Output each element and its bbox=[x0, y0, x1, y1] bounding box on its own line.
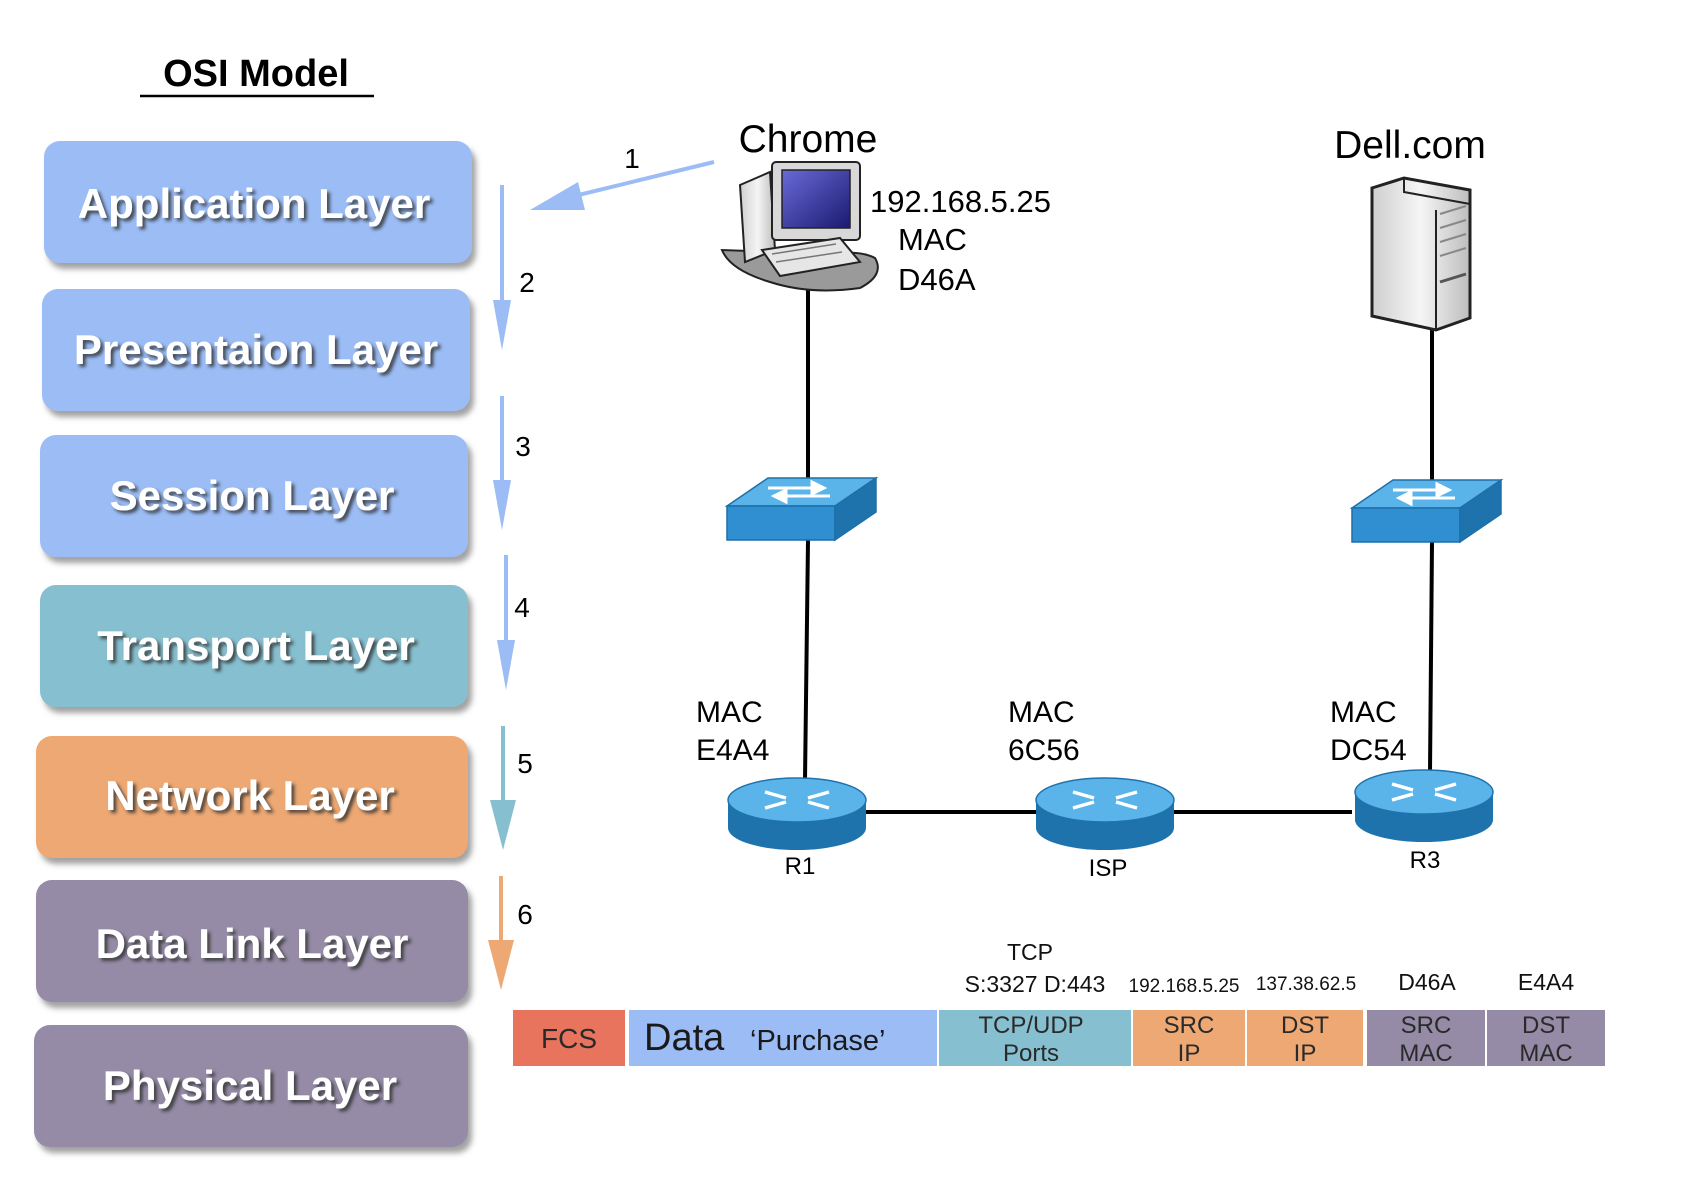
packet-src-ip: SRC IP bbox=[1133, 1010, 1245, 1067]
packet-src-ip-line2: IP bbox=[1178, 1040, 1201, 1067]
r3-mac-label: MAC bbox=[1330, 696, 1397, 729]
annotation-dst-ip: 137.38.62.5 bbox=[1256, 974, 1356, 995]
step-number-2: 2 bbox=[519, 267, 535, 298]
layer-session-box bbox=[40, 435, 468, 557]
annotation-ports: S:3327 D:443 bbox=[965, 971, 1106, 997]
network-links bbox=[803, 280, 1434, 814]
packet-src-mac: SRC MAC bbox=[1367, 1010, 1485, 1067]
computer-icon bbox=[720, 161, 879, 292]
layer-transport-box bbox=[40, 585, 468, 707]
layer-datalink-label: Data Link Layer bbox=[96, 920, 409, 967]
layer-network-box bbox=[36, 736, 468, 858]
r1-name: R1 bbox=[785, 853, 816, 880]
annotation-tcp: TCP bbox=[1007, 939, 1053, 965]
layer-application-box bbox=[44, 141, 472, 263]
isp-mac-label: MAC bbox=[1008, 696, 1075, 729]
packet-ports-line2: Ports bbox=[1003, 1040, 1059, 1067]
step-arrows: 1 2 3 4 5 6 bbox=[488, 143, 715, 990]
client-ip: 192.168.5.25 bbox=[870, 184, 1051, 219]
isp-mac: 6C56 bbox=[1008, 734, 1080, 767]
osi-title-text: OSI Model bbox=[163, 53, 349, 95]
server-icon bbox=[1370, 176, 1472, 332]
r3-mac: DC54 bbox=[1330, 734, 1407, 767]
client-pc: Chrome 192.168.5.25 MAC D46A bbox=[720, 118, 1051, 297]
annotation-dst-mac: E4A4 bbox=[1518, 969, 1574, 995]
layer-presentation: Presentaion Layer bbox=[42, 289, 470, 411]
packet-fcs: FCS bbox=[513, 1010, 625, 1066]
packet-frame: FCS Data ‘Purchase’ TCP/UDP Ports SRC IP… bbox=[513, 1010, 1605, 1067]
packet-annotations: TCP S:3327 D:443 192.168.5.25 137.38.62.… bbox=[965, 939, 1575, 997]
step-arrow-3: 3 bbox=[493, 396, 531, 530]
router-isp: MAC 6C56 ISP bbox=[1008, 696, 1175, 882]
packet-src-mac-line1: SRC bbox=[1401, 1012, 1452, 1039]
layer-application-label: Application Layer bbox=[78, 180, 430, 227]
r3-name: R3 bbox=[1410, 847, 1441, 874]
step-arrow-5: 5 bbox=[490, 726, 533, 850]
step-number-5: 5 bbox=[517, 748, 533, 779]
layer-transport-label: Transport Layer bbox=[97, 622, 414, 669]
step-arrow-1: 1 bbox=[530, 143, 715, 210]
step-number-3: 3 bbox=[515, 431, 531, 462]
switch-left bbox=[724, 476, 879, 542]
r1-mac-label: MAC bbox=[696, 696, 763, 729]
link-switch2-r3 bbox=[1428, 541, 1434, 773]
layer-transport: Transport Layer bbox=[40, 585, 468, 707]
step-number-1: 1 bbox=[624, 143, 640, 174]
switch-arrows-icon bbox=[1393, 481, 1455, 507]
osi-layers: Application Layer Presentaion Layer Sess… bbox=[34, 141, 472, 1147]
layer-physical: Physical Layer bbox=[34, 1025, 468, 1147]
annotation-src-ip: 192.168.5.25 bbox=[1129, 976, 1240, 997]
layer-datalink-box bbox=[36, 880, 468, 1002]
packet-src-mac-line2: MAC bbox=[1399, 1040, 1452, 1067]
annotation-src-mac: D46A bbox=[1398, 969, 1456, 995]
switch-arrows-icon bbox=[768, 479, 830, 505]
step-number-6: 6 bbox=[517, 899, 533, 930]
packet-data-label: Data bbox=[644, 1017, 725, 1059]
client-mac: D46A bbox=[898, 262, 976, 297]
server-name: Dell.com bbox=[1334, 124, 1486, 167]
server: Dell.com bbox=[1334, 124, 1486, 332]
layer-physical-label: Physical Layer bbox=[103, 1062, 397, 1109]
layer-network: Network Layer bbox=[36, 736, 468, 858]
osi-title: OSI Model bbox=[140, 53, 374, 98]
layer-physical-box bbox=[34, 1025, 468, 1147]
layer-presentation-label: Presentaion Layer bbox=[74, 326, 438, 373]
r1-mac: E4A4 bbox=[696, 734, 769, 767]
packet-ports-line1: TCP/UDP bbox=[978, 1012, 1083, 1039]
packet-ports: TCP/UDP Ports bbox=[939, 1010, 1131, 1067]
step-arrow-2: 2 bbox=[493, 185, 535, 350]
layer-network-label: Network Layer bbox=[105, 772, 394, 819]
router-r1: MAC E4A4 R1 bbox=[696, 696, 867, 880]
link-switch1-r1 bbox=[803, 539, 810, 781]
packet-dst-ip-line2: IP bbox=[1294, 1040, 1317, 1067]
packet-fcs-label: FCS bbox=[541, 1023, 597, 1054]
packet-dst-ip-line1: DST bbox=[1281, 1012, 1329, 1039]
layer-session: Session Layer bbox=[40, 435, 468, 557]
switch-right bbox=[1349, 478, 1504, 544]
router-r3: MAC DC54 R3 bbox=[1330, 696, 1494, 874]
packet-dst-mac-line1: DST bbox=[1522, 1012, 1570, 1039]
packet-dst-mac: DST MAC bbox=[1487, 1010, 1605, 1067]
packet-dst-ip: DST IP bbox=[1247, 1010, 1363, 1067]
layer-datalink: Data Link Layer bbox=[36, 880, 468, 1002]
router-icon bbox=[1035, 777, 1175, 850]
isp-name: ISP bbox=[1089, 855, 1128, 882]
client-name: Chrome bbox=[739, 118, 878, 161]
client-mac-label: MAC bbox=[898, 222, 967, 257]
router-icon bbox=[727, 777, 867, 850]
step-number-4: 4 bbox=[514, 592, 530, 623]
packet-data: Data ‘Purchase’ bbox=[629, 1010, 937, 1066]
layer-application: Application Layer bbox=[44, 141, 472, 263]
router-icon bbox=[1354, 769, 1494, 842]
packet-dst-mac-line2: MAC bbox=[1519, 1040, 1572, 1067]
packet-data-value: ‘Purchase’ bbox=[750, 1025, 885, 1057]
layer-presentation-box bbox=[42, 289, 470, 411]
packet-src-ip-line1: SRC bbox=[1164, 1012, 1215, 1039]
step-arrow-6: 6 bbox=[488, 876, 533, 990]
layer-session-label: Session Layer bbox=[110, 472, 395, 519]
step-arrow-4: 4 bbox=[497, 555, 530, 690]
